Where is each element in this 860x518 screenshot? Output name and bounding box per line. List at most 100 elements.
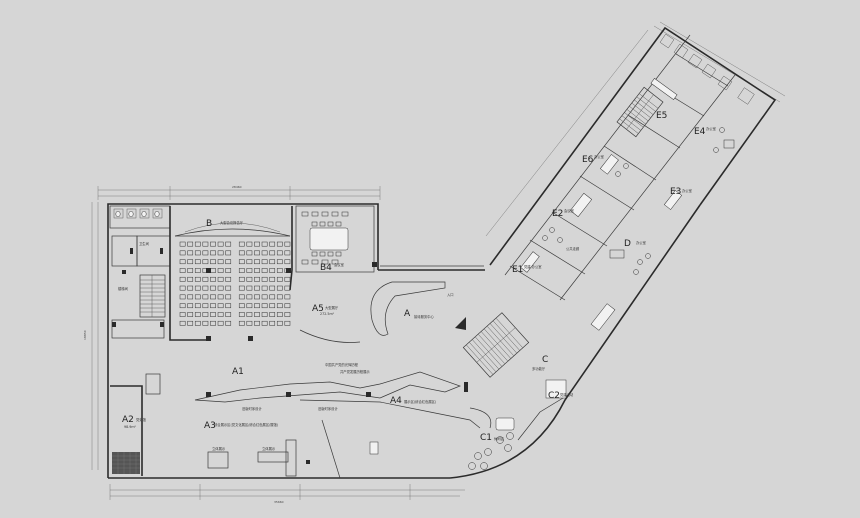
auditorium-seat xyxy=(210,320,216,326)
auditorium-seat xyxy=(269,268,276,273)
room-A5-note: 大型展厅 xyxy=(325,305,339,310)
auditorium-seat xyxy=(284,285,291,291)
auditorium-seat xyxy=(276,294,283,300)
room-A2-code: A2 xyxy=(122,415,134,425)
room-B4-note: 会议室 xyxy=(334,262,345,267)
room-A1-code: A1 xyxy=(232,367,244,377)
red-theme-label: 共产党发展历程展示 xyxy=(340,369,370,374)
wc-label: 卫生间 xyxy=(139,241,149,246)
auditorium-seat xyxy=(179,241,186,247)
auditorium-seat xyxy=(202,312,209,317)
room-E2-note: 会议室 xyxy=(564,208,575,213)
auditorium-seat xyxy=(254,303,260,309)
auditorium-seat xyxy=(194,259,201,265)
room-A1-note: 中国共产党的光辉历程 xyxy=(325,362,359,367)
auditorium-seat xyxy=(261,268,268,273)
auditorium-seat xyxy=(225,312,232,317)
room-A2: A2 党史馆 98.9m² xyxy=(110,373,161,476)
auditorium-seat xyxy=(194,250,201,256)
auditorium-seat xyxy=(254,320,260,326)
auditorium-seat xyxy=(187,276,194,282)
room-A3-code: A3 xyxy=(204,421,216,431)
room-C1-code: C1 xyxy=(480,433,492,443)
auditorium-seat xyxy=(217,268,224,273)
room-C1-note: 休闲区 xyxy=(494,436,505,441)
auditorium-seat xyxy=(210,285,216,291)
auditorium-seat xyxy=(179,250,186,256)
reception-area: A5 大型展厅 272.5m² A 接待服务中心 入口 xyxy=(299,281,466,343)
auditorium-seat xyxy=(225,241,232,247)
auditorium-seat xyxy=(276,259,283,265)
auditorium-seat xyxy=(276,250,283,256)
auditorium-seat xyxy=(217,250,224,256)
auditorium-seat xyxy=(269,276,276,282)
auditorium-seat xyxy=(225,250,232,256)
auditorium-seat xyxy=(187,285,194,291)
auditorium-seat xyxy=(246,303,253,309)
auditorium-seat xyxy=(238,312,245,317)
auditorium-seat xyxy=(210,276,216,282)
exhibit-label-2: 立体展示 xyxy=(262,446,276,451)
auditorium-seat xyxy=(217,303,224,309)
auditorium-seat xyxy=(284,320,291,326)
timeline-label-2: 旧版时序设计 xyxy=(318,406,338,411)
auditorium-seat xyxy=(254,250,260,256)
auditorium-seat xyxy=(246,250,253,256)
a2-hatch xyxy=(112,452,140,474)
auditorium-seat xyxy=(217,312,224,317)
auditorium-seat xyxy=(202,303,209,309)
auditorium-seats xyxy=(179,241,291,326)
entrance-label: 入口 xyxy=(447,293,454,297)
auditorium-seat xyxy=(238,268,245,273)
auditorium-seat xyxy=(238,241,245,247)
corridor-label: 公共走廊 xyxy=(566,246,580,251)
auditorium-seat xyxy=(194,312,201,317)
auditorium-seat xyxy=(194,241,201,247)
auditorium-seat xyxy=(269,250,276,256)
room-D-note: 办公室 xyxy=(636,240,647,245)
room-C-note: 多功能厅 xyxy=(532,366,546,371)
auditorium-seat xyxy=(261,312,268,317)
outer-walls xyxy=(107,26,777,479)
room-A3-note: 综合展示区(党文化展区/综合红色展区/展馆) xyxy=(214,422,278,427)
room-C2-code: C2 xyxy=(548,391,560,401)
room-A5-area: 272.5m² xyxy=(320,312,335,316)
room-E6-note: 办公室 xyxy=(594,154,605,159)
auditorium-seat xyxy=(276,241,283,247)
room-E4-note: 办公室 xyxy=(706,126,717,131)
auditorium-seat xyxy=(238,294,245,300)
auditorium-seat xyxy=(284,303,291,309)
auditorium-seat xyxy=(269,241,276,247)
auditorium-seat xyxy=(179,259,186,265)
auditorium-seat xyxy=(238,259,245,265)
auditorium-seat xyxy=(225,294,232,300)
auditorium-seat xyxy=(269,320,276,326)
auditorium-seat xyxy=(187,294,194,300)
auditorium-seat xyxy=(261,303,268,309)
auditorium-seat xyxy=(269,285,276,291)
auditorium-seat xyxy=(254,294,260,300)
auditorium-seat xyxy=(238,276,245,282)
auditorium-seat xyxy=(276,312,283,317)
auditorium-seat xyxy=(187,250,194,256)
room-A-note: 接待服务中心 xyxy=(414,314,434,319)
auditorium-seat xyxy=(217,294,224,300)
auditorium-seat xyxy=(276,276,283,282)
auditorium-seat xyxy=(194,303,201,309)
auditorium-seat xyxy=(179,276,186,282)
room-B4-code: B4 xyxy=(320,263,332,273)
auditorium-seat xyxy=(246,320,253,326)
auditorium-seat xyxy=(284,276,291,282)
auditorium-seat xyxy=(194,268,201,273)
auditorium-seat xyxy=(246,294,253,300)
dimension-lines: 28460 18850 35660 xyxy=(83,21,786,504)
auditorium-seat xyxy=(238,285,245,291)
auditorium-seat xyxy=(202,294,209,300)
auditorium-seat xyxy=(261,250,268,256)
auditorium-seat xyxy=(179,294,186,300)
auditorium-seat xyxy=(187,303,194,309)
auditorium-seat xyxy=(246,241,253,247)
auditorium-seat xyxy=(261,320,268,326)
room-C-code: C xyxy=(542,355,548,365)
auditorium-seat xyxy=(225,320,232,326)
